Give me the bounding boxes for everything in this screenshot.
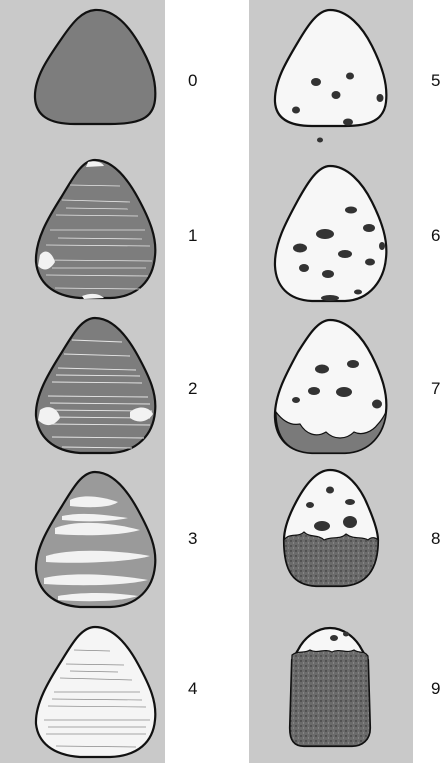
stage-label-9: 9 (431, 680, 440, 697)
stage-label-7: 7 (431, 380, 440, 397)
stage-0-shape (35, 10, 155, 124)
stage-label-1: 1 (188, 227, 197, 244)
stage-1-shape (36, 160, 155, 299)
stage-label-2: 2 (188, 380, 197, 397)
stage-label-5: 5 (431, 72, 440, 89)
stage-label-8: 8 (431, 530, 440, 547)
stage-9-shape (290, 628, 370, 746)
stage-8-shape (284, 470, 378, 586)
stage-label-6: 6 (431, 227, 440, 244)
stage-label-3: 3 (188, 530, 197, 547)
stage-2-shape (36, 318, 155, 453)
stage-label-4: 4 (188, 680, 197, 697)
stage-label-0: 0 (188, 72, 197, 89)
stage-7-shape (275, 320, 386, 453)
stage-4-shape (36, 627, 155, 757)
stage-5-shape (275, 10, 386, 143)
stage-6-shape (275, 166, 386, 301)
stage-3-shape (36, 472, 155, 607)
